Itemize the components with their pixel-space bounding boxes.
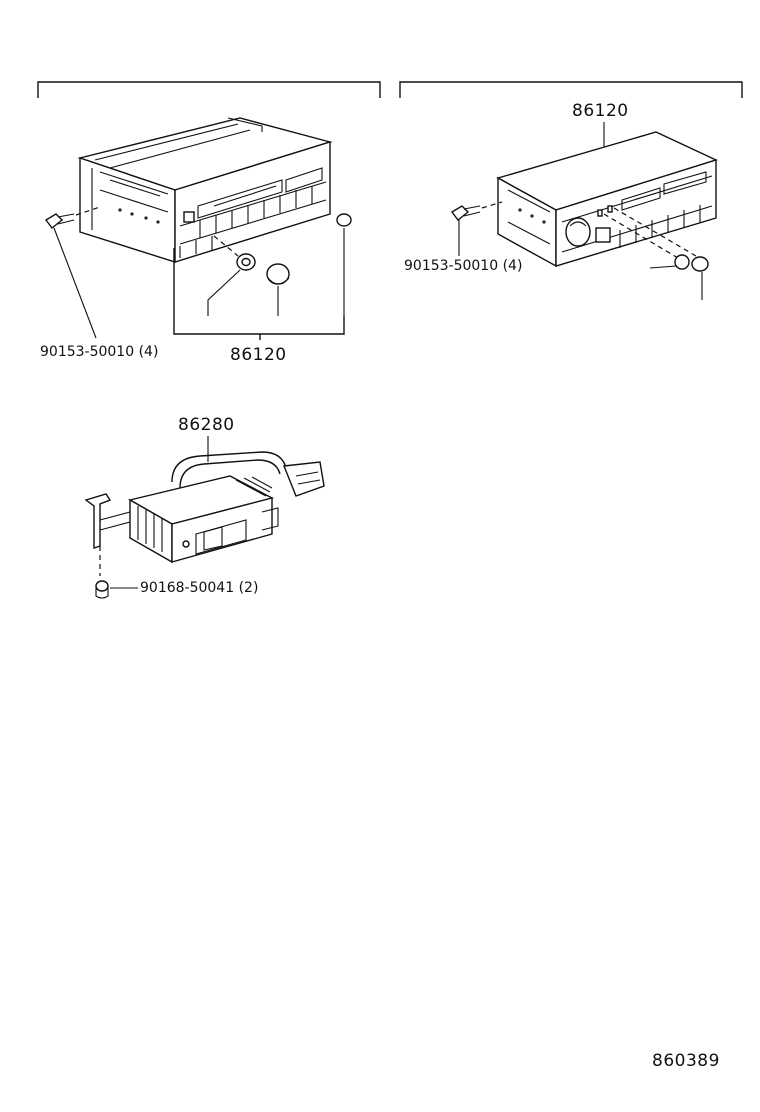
right-knob-dash [603,207,697,259]
right-section-bracket [399,81,743,98]
amplifier-part-label: 86280 [178,415,235,435]
drawing-reference-number: 860389 [652,1051,720,1071]
left-part-bracket [173,248,345,340]
left-part-leaders [207,228,345,316]
left-screw-leader [53,227,97,339]
right-radio-part-label: 86120 [572,101,629,121]
left-side-knob-icon [336,213,352,227]
amplifier-screw-label: 90168-50041 (2) [140,580,258,596]
left-screw-dash [75,206,101,216]
right-knob-leaders [649,265,703,300]
left-knob-icon [266,263,290,285]
left-radio-part-label: 86120 [230,345,287,365]
left-screw-label: 90153-50010 (4) [40,344,158,360]
right-radio-unit-drawing [496,131,718,268]
left-section-bracket [37,81,381,98]
right-cap-icon [691,256,709,272]
right-knob-icon [674,254,690,270]
amplifier-screw-icon [95,580,109,599]
right-screw-icon [450,205,481,221]
amplifier-harness-drawing [171,451,325,497]
right-screw-label: 90153-50010 (4) [404,258,522,274]
amplifier-unit-drawing [84,475,279,564]
left-screw-icon [44,213,75,229]
right-screw-dash [481,201,503,209]
left-radio-unit-drawing [77,117,333,263]
left-washer-icon [236,253,256,271]
